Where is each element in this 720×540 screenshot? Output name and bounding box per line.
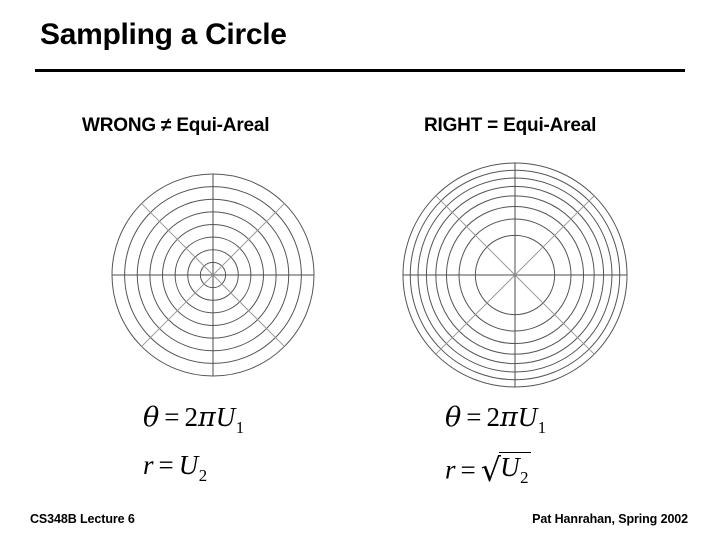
page-title: Sampling a Circle <box>40 18 287 51</box>
column-header-wrong: WRONG ≠ Equi-Areal <box>82 115 270 136</box>
radius-symbol: r <box>445 454 456 485</box>
equation-theta-right: θ=2πU1 <box>445 404 546 448</box>
subscript-one: 1 <box>235 418 245 438</box>
theta-symbol: θ <box>143 402 160 433</box>
footer-author-label: Pat Hanrahan, Spring 2002 <box>532 512 688 526</box>
subscript-two: 2 <box>198 466 208 486</box>
equals-sign: = <box>466 402 482 432</box>
radius-symbol: r <box>143 450 154 480</box>
equation-radius-right: r=√U2 <box>445 452 546 496</box>
subscript-two: 2 <box>520 468 529 488</box>
variable-u: U <box>500 452 520 482</box>
radical-sign: √ <box>480 450 502 489</box>
variable-u: U <box>215 402 236 432</box>
equations-wrong: θ=2πU1 r=U2 <box>143 404 244 496</box>
radicand: U2 <box>499 452 532 488</box>
equals-sign: = <box>164 402 180 432</box>
equation-radius-left: r=U2 <box>143 452 244 496</box>
polar-grid-diagram-right <box>402 162 628 388</box>
variable-u: U <box>178 450 199 480</box>
polar-grid-spokes-right <box>403 163 627 387</box>
footer-course-label: CS348B Lecture 6 <box>30 512 135 526</box>
polar-grid-diagonal <box>435 195 595 355</box>
pi-symbol: π <box>198 402 216 433</box>
square-root-expression: √U2 <box>481 452 532 487</box>
polar-grid-diagram-wrong <box>111 173 315 377</box>
polar-grid-spokes-left <box>112 174 314 376</box>
coefficient-two: 2 <box>184 402 199 432</box>
variable-u: U <box>517 402 538 432</box>
equations-right: θ=2πU1 r=√U2 <box>445 404 546 496</box>
subscript-one: 1 <box>537 418 547 438</box>
column-header-right: RIGHT = Equi-Areal <box>424 115 597 136</box>
coefficient-two: 2 <box>486 402 501 432</box>
polar-grid-diagonal <box>141 203 285 347</box>
equals-sign: = <box>460 454 476 485</box>
title-divider <box>35 69 685 72</box>
pi-symbol: π <box>500 402 518 433</box>
equation-theta-left: θ=2πU1 <box>143 404 244 448</box>
theta-symbol: θ <box>445 402 462 433</box>
equals-sign: = <box>158 450 174 480</box>
